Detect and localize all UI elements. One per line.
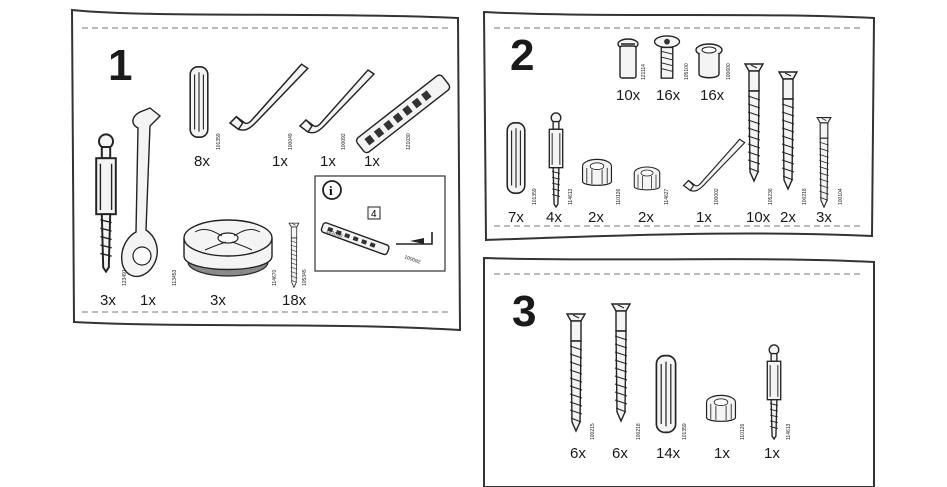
pin-icon	[617, 38, 639, 79]
part-qty: 2x	[638, 209, 654, 226]
bag-1: 1 101359 8x 100049 1x 100092 1x 121030 1…	[70, 8, 462, 332]
part-qty: 8x	[194, 153, 210, 170]
part-code: 114670	[272, 269, 278, 286]
part-code: 105100	[684, 63, 690, 80]
part-qty: 16x	[656, 87, 681, 104]
part-qty: 3x	[210, 292, 226, 309]
part-code: 101359	[682, 423, 688, 440]
part-code: 100002	[714, 188, 720, 205]
part-qty: 14x	[656, 445, 681, 462]
cam-lock-small-icon	[633, 166, 661, 191]
part-qty: 1x	[364, 153, 380, 170]
part-qty: 1x	[140, 292, 156, 309]
part-code: 100092	[341, 133, 347, 150]
info-code-b: 100092	[403, 254, 421, 265]
part-code: 113453	[172, 269, 178, 286]
info-step: 4	[371, 209, 377, 220]
part-qty: 1x	[320, 153, 336, 170]
part-qty: 6x	[612, 445, 628, 462]
cam-nut-icon	[695, 43, 723, 79]
part-qty: 6x	[570, 445, 586, 462]
multi-tool-bar-icon	[355, 74, 451, 154]
part-code: 121030	[406, 133, 412, 150]
part-qty: 1x	[714, 445, 730, 462]
part-code: 100104	[838, 188, 844, 205]
cam-lock-icon	[581, 158, 613, 186]
part-code: 100218	[636, 423, 642, 440]
part-qty: 3x	[816, 209, 832, 226]
bag-number: 2	[510, 31, 534, 80]
part-code-2: 105345	[302, 269, 308, 286]
part-code: 101359	[216, 133, 222, 150]
part-qty: 1x	[272, 153, 288, 170]
part-code: 114613	[568, 188, 574, 205]
part-code: 114613	[786, 423, 792, 440]
part-qty: 2x	[780, 209, 796, 226]
part-qty: 7x	[508, 209, 524, 226]
part-code: 110126	[616, 188, 622, 205]
part-code: 100215	[590, 423, 596, 440]
cam-disc-icon	[183, 219, 273, 277]
part-qty: 10x	[616, 87, 641, 104]
bag-3: 3 100215 6x 100218 6x 101359 14x 110126 …	[483, 256, 875, 487]
part-qty: 3x	[100, 292, 116, 309]
dowel-icon	[506, 121, 526, 195]
dowel-icon	[189, 65, 209, 139]
part-code: 123491	[122, 269, 128, 286]
dowel-icon	[655, 354, 677, 434]
part-code: 100218	[802, 188, 808, 205]
part-qty: 4x	[546, 209, 562, 226]
part-code: 114627	[664, 188, 670, 205]
info-badge: i	[329, 183, 333, 198]
part-code: 101359	[532, 188, 538, 205]
part-code: 110126	[740, 423, 746, 440]
part-qty: 1x	[696, 209, 712, 226]
info-box: i 4 121030 100092	[314, 175, 446, 272]
part-qty: 16x	[700, 87, 725, 104]
cam-lock-icon	[705, 394, 737, 422]
wrench-icon	[121, 107, 162, 278]
part-qty: 1x	[764, 445, 780, 462]
part-qty: 18x	[282, 292, 307, 309]
part-qty: 2x	[588, 209, 604, 226]
bag-number: 3	[512, 287, 536, 336]
part-qty: 10x	[746, 209, 771, 226]
bag-2: 2 121114 10x 105100 16x 100600 16x 10135…	[482, 10, 876, 242]
info-code-a: 121030	[325, 228, 343, 239]
bag-number: 1	[108, 41, 132, 90]
part-code: 100049	[288, 133, 294, 150]
part-code: 105236	[768, 188, 774, 205]
part-code: 121114	[641, 64, 647, 80]
info-icon	[322, 180, 342, 200]
arrow-icon	[410, 238, 424, 244]
part-code: 100600	[726, 63, 732, 80]
